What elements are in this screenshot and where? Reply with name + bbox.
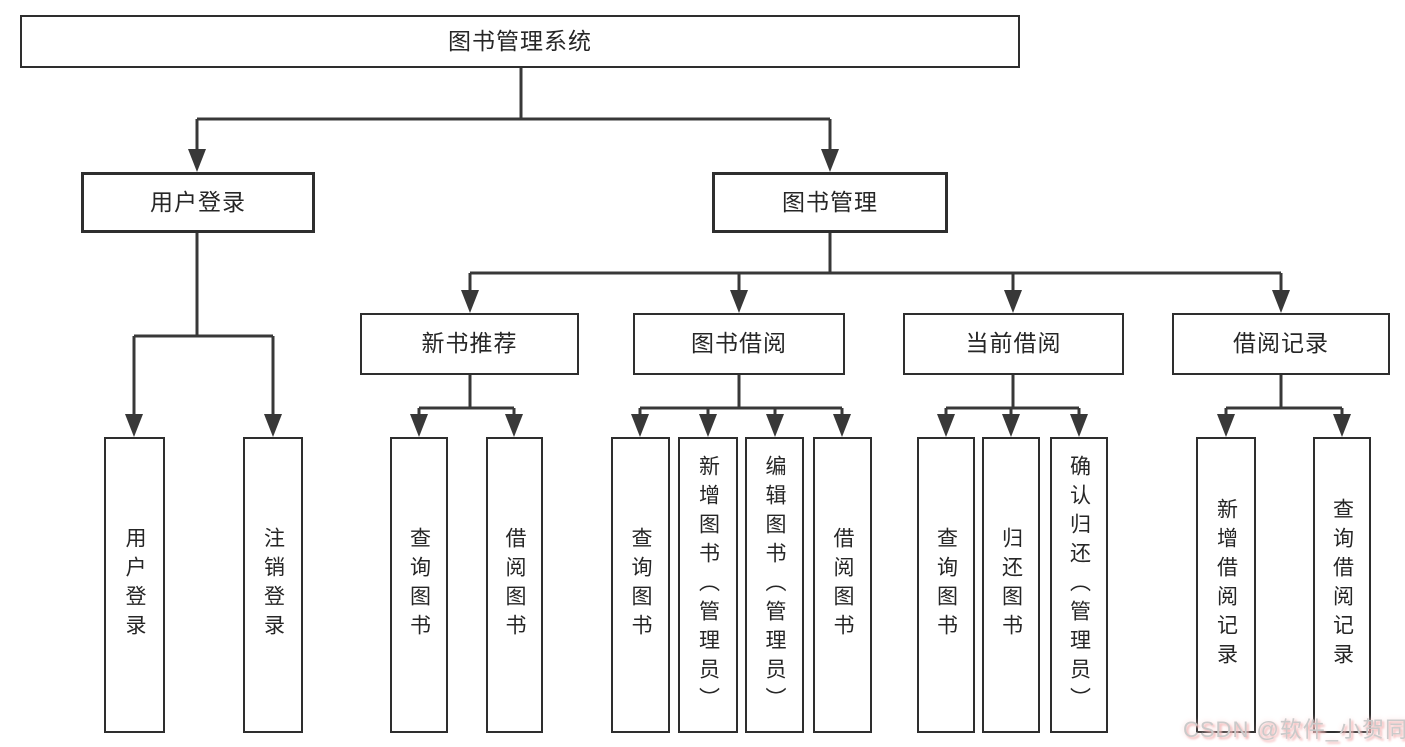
leaf-query-books-current-label: 查询图书 [934, 527, 958, 643]
node-user-login: 用户登录 [81, 172, 315, 233]
arrowhead [1070, 414, 1088, 437]
arrowhead [125, 414, 143, 437]
leaf-query-books-recommend-label: 查询图书 [407, 527, 431, 643]
leaf-borrow-books-recommend-label: 借阅图书 [503, 527, 526, 643]
leaf-query-books-current: 查询图书 [917, 437, 975, 733]
leaf-borrow-books: 借阅图书 [813, 437, 872, 733]
leaf-borrow-books-recommend: 借阅图书 [486, 437, 543, 733]
node-book-borrowing: 图书借阅 [633, 313, 845, 375]
connector-borrow-record [1224, 375, 1344, 415]
leaf-query-borrow-record: 查询借阅记录 [1313, 437, 1371, 733]
leaf-user-login-label: 用户登录 [123, 527, 146, 643]
leaf-query-books-borrowing: 查询图书 [611, 437, 670, 733]
leaf-add-borrow-record-label: 新增借阅记录 [1214, 498, 1238, 672]
arrowhead [1333, 414, 1351, 437]
leaf-add-borrow-record: 新增借阅记录 [1196, 437, 1256, 733]
arrowhead [264, 414, 282, 437]
arrowhead [699, 414, 717, 437]
node-new-book-recommend-label: 新书推荐 [421, 330, 518, 357]
arrowhead [410, 414, 428, 437]
leaf-query-books-borrowing-label: 查询图书 [629, 527, 652, 643]
node-current-borrowing-label: 当前借阅 [965, 330, 1062, 357]
connector-user-login [132, 233, 275, 415]
leaf-edit-books-admin-label: 编辑图书（管理员） [763, 454, 786, 716]
leaf-confirm-return-admin: 确认归还（管理员） [1050, 437, 1108, 733]
leaf-query-books-recommend: 查询图书 [390, 437, 448, 733]
arrowhead [766, 414, 784, 437]
arrowhead [1272, 290, 1290, 313]
node-borrowing-records-label: 借阅记录 [1233, 330, 1329, 357]
connector-root [195, 68, 832, 150]
arrowhead [833, 414, 851, 437]
node-new-book-recommend: 新书推荐 [360, 313, 579, 375]
node-borrowing-records: 借阅记录 [1172, 313, 1390, 375]
arrowhead [1002, 414, 1020, 437]
node-book-management: 图书管理 [712, 172, 948, 233]
connector-book-mgmt [468, 233, 1283, 291]
leaf-add-books-admin: 新增图书（管理员） [678, 437, 738, 733]
arrowhead [1217, 414, 1235, 437]
leaf-logout-label: 注销登录 [261, 527, 285, 643]
leaf-borrow-books-label: 借阅图书 [831, 527, 854, 643]
connector-book-borrow [638, 375, 844, 415]
leaf-query-borrow-record-label: 查询借阅记录 [1330, 498, 1354, 672]
leaf-logout: 注销登录 [243, 437, 303, 733]
node-book-management-label: 图书管理 [782, 188, 878, 215]
arrowhead [1004, 290, 1022, 313]
leaf-user-login: 用户登录 [104, 437, 165, 733]
connector-new-book [417, 375, 516, 415]
arrowhead [188, 149, 206, 172]
leaf-add-books-admin-label: 新增图书（管理员） [696, 454, 720, 716]
arrowhead [821, 149, 839, 172]
arrowhead [730, 290, 748, 313]
arrowhead [631, 414, 649, 437]
arrowhead [461, 290, 479, 313]
csdn-watermark: CSDN @软件_小贺同学 [1183, 717, 1405, 742]
leaf-confirm-return-admin-label: 确认归还（管理员） [1067, 454, 1091, 716]
node-current-borrowing: 当前借阅 [903, 313, 1124, 375]
node-library-system-label: 图书管理系统 [448, 27, 592, 54]
leaf-edit-books-admin: 编辑图书（管理员） [745, 437, 804, 733]
arrowhead [505, 414, 523, 437]
leaf-return-books-label: 归还图书 [999, 527, 1023, 643]
node-library-system: 图书管理系统 [20, 15, 1020, 68]
node-user-login-label: 用户登录 [150, 188, 246, 215]
leaf-return-books: 归还图书 [982, 437, 1040, 733]
node-book-borrowing-label: 图书借阅 [691, 330, 787, 357]
arrowhead [937, 414, 955, 437]
connector-current-borrow [944, 375, 1081, 415]
